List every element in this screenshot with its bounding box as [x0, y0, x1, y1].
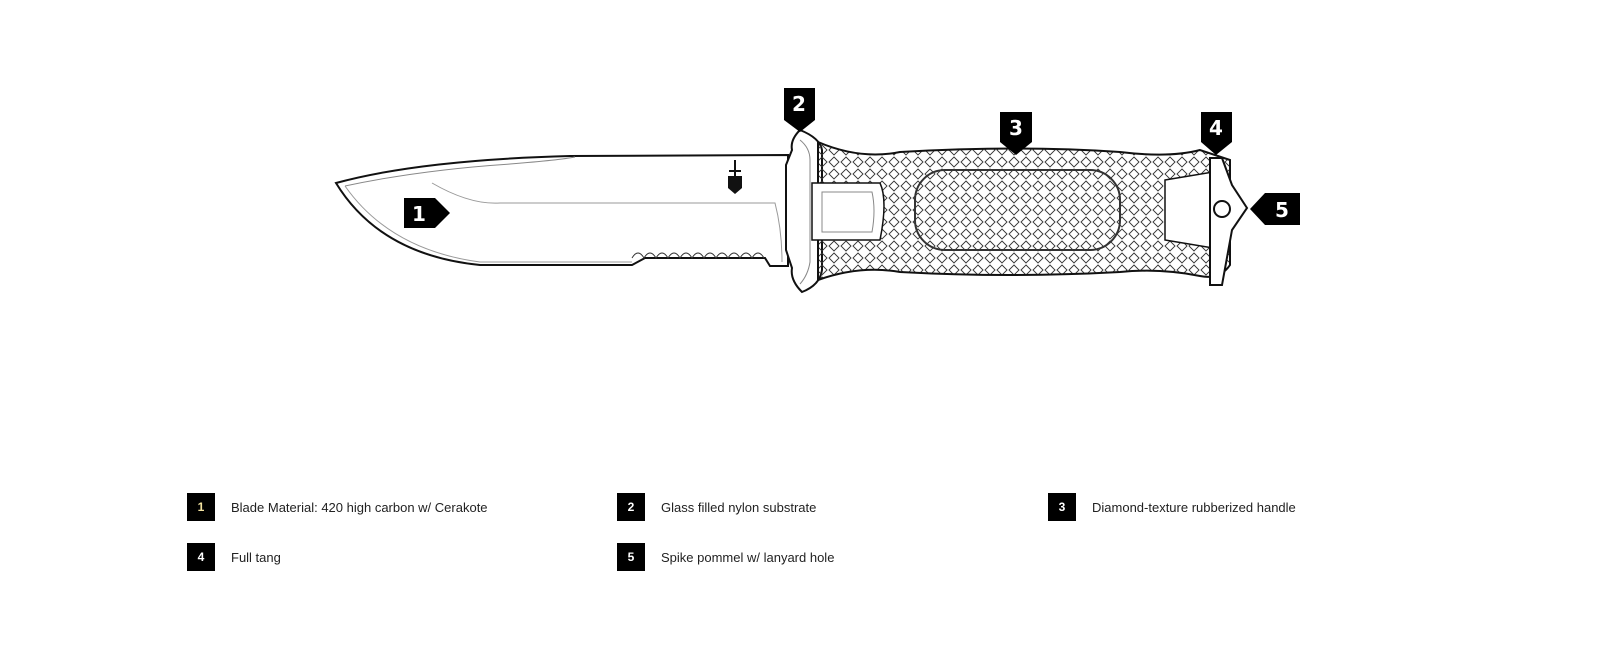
blade [334, 153, 789, 267]
lanyard-hole-icon [1213, 200, 1231, 218]
callout-3[interactable]: 3 [1000, 112, 1032, 155]
legend-item-5: 5 Spike pommel w/ lanyard hole [617, 543, 834, 571]
svg-text:3: 3 [1009, 116, 1023, 140]
legend-label: Full tang [231, 549, 281, 565]
svg-text:2: 2 [792, 92, 806, 116]
legend-badge: 1 [187, 493, 215, 521]
legend-item-1: 1 Blade Material: 420 high carbon w/ Cer… [187, 493, 488, 521]
legend-label: Glass filled nylon substrate [661, 499, 817, 515]
legend-badge: 2 [617, 493, 645, 521]
legend-badge: 3 [1048, 493, 1076, 521]
svg-text:5: 5 [1275, 198, 1289, 222]
legend-badge: 4 [187, 543, 215, 571]
legend-badge: 5 [617, 543, 645, 571]
gerber-logo-icon [728, 160, 742, 194]
svg-text:4: 4 [1209, 116, 1223, 140]
callout-1[interactable]: 1 [404, 198, 450, 228]
svg-text:1: 1 [412, 202, 426, 226]
legend-item-4: 4 Full tang [187, 543, 281, 571]
legend-item-2: 2 Glass filled nylon substrate [617, 493, 816, 521]
handle [811, 140, 1231, 282]
legend-label: Spike pommel w/ lanyard hole [661, 549, 835, 565]
legend-item-3: 3 Diamond-texture rubberized handle [1048, 493, 1296, 521]
legend-label: Blade Material: 420 high carbon w/ Cerak… [231, 499, 488, 515]
callout-5[interactable]: 5 [1250, 193, 1300, 225]
legend-label: Diamond-texture rubberized handle [1092, 499, 1296, 515]
callout-4[interactable]: 4 [1201, 112, 1232, 155]
pommel [1209, 157, 1249, 286]
callout-2[interactable]: 2 [784, 88, 815, 132]
